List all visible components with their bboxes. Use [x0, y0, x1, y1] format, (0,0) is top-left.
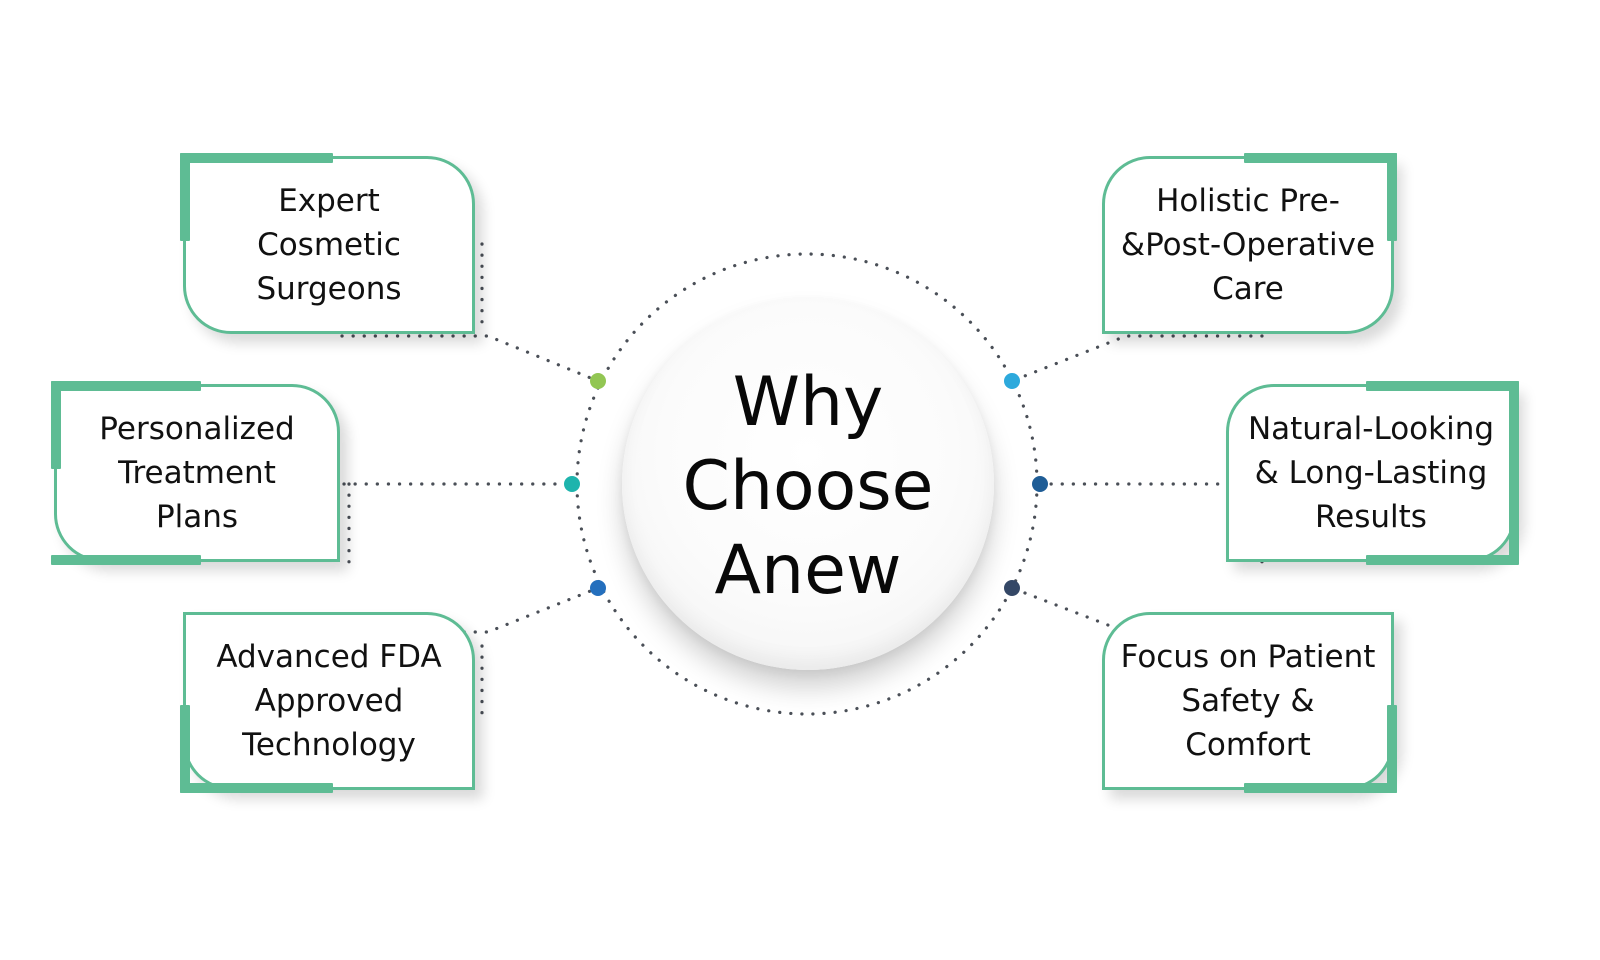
natural-dot: [1032, 476, 1048, 492]
personalized-label: Personalized Treatment Plans: [99, 411, 295, 535]
holistic-card-side-accent: [1387, 153, 1397, 241]
personalized-card: Personalized Treatment Plans: [51, 381, 340, 565]
natural-label: Natural-Looking & Long-Lasting Results: [1247, 411, 1495, 535]
advanced-connector: [340, 586, 600, 634]
natural-card-bottom-accent: [1366, 555, 1519, 565]
advanced-card: Advanced FDA Approved Technology: [180, 612, 475, 793]
focus-label: Focus on Patient Safety & Comfort: [1120, 639, 1376, 763]
advanced-card-side-accent: [180, 705, 190, 793]
expert-card-top-accent: [180, 153, 333, 163]
center-circle: Why Choose Anew: [622, 298, 994, 670]
personalized-card-side-accent: [51, 381, 61, 469]
advanced-dot: [590, 580, 606, 596]
focus-card-side-accent: [1387, 705, 1397, 793]
expert-card-side-accent: [180, 153, 190, 241]
focus-dot: [1004, 580, 1020, 596]
focus-card-bottom-accent: [1244, 783, 1397, 793]
holistic-connector: [1010, 334, 1264, 383]
natural-card-top-accent: [1366, 381, 1519, 391]
center-title: Why Choose Anew: [682, 363, 934, 610]
personalized-card-top-accent: [51, 381, 201, 391]
expert-connector: [340, 334, 600, 383]
natural-card-side-accent: [1509, 381, 1519, 557]
holistic-label: Holistic Pre- &Post-Operative Care: [1120, 183, 1376, 307]
advanced-card-bottom-accent: [180, 783, 333, 793]
personalized-dot: [564, 476, 580, 492]
holistic-card-top-accent: [1244, 153, 1397, 163]
focus-card: Focus on Patient Safety & Comfort: [1102, 612, 1397, 793]
expert-card: Expert Cosmetic Surgeons: [180, 153, 475, 334]
personalized-card-bottom-accent: [51, 555, 201, 565]
expert-dot: [590, 373, 606, 389]
advanced-label: Advanced FDA Approved Technology: [216, 639, 442, 763]
expert-label: Expert Cosmetic Surgeons: [256, 183, 402, 307]
natural-card: Natural-Looking & Long-Lasting Results: [1226, 381, 1519, 565]
holistic-card: Holistic Pre- &Post-Operative Care: [1102, 153, 1397, 334]
holistic-dot: [1004, 373, 1020, 389]
